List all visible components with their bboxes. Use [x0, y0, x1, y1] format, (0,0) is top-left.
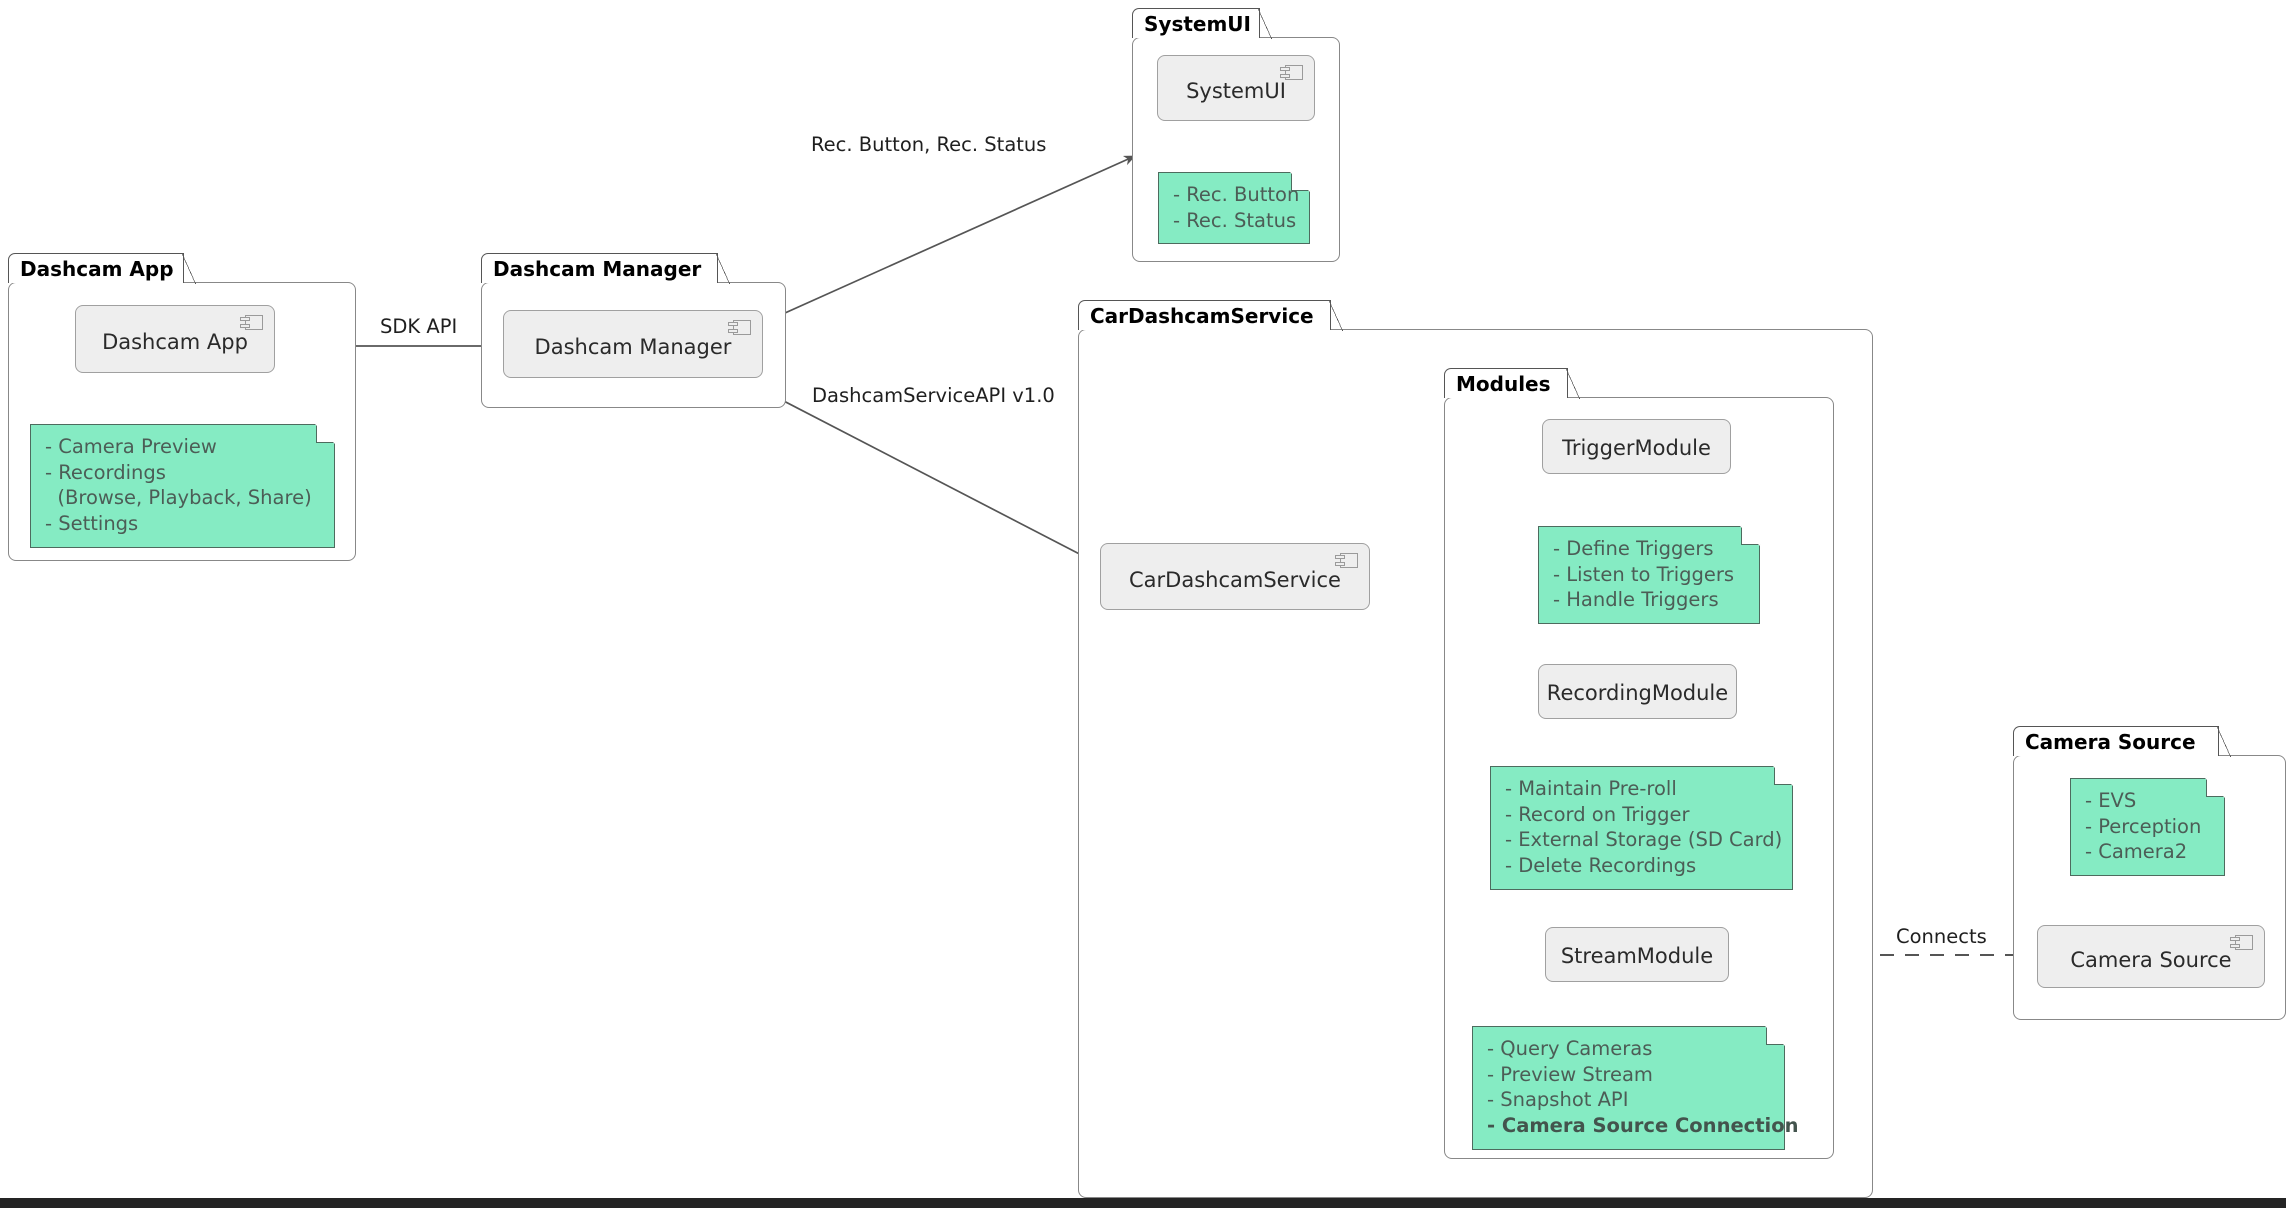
note-line: - Camera Source Connection [1487, 1114, 1799, 1138]
component-label: SystemUI [1186, 79, 1286, 103]
edge-label-dashcam-service-api: DashcamServiceAPI v1.0 [812, 384, 1055, 407]
component-label: Dashcam Manager [534, 335, 732, 359]
package-label-dashcam-app: Dashcam App [8, 252, 196, 284]
package-title: Modules [1456, 371, 1551, 396]
note-line: - EVS [2085, 789, 2137, 812]
edge-label-connects: Connects [1890, 925, 1993, 948]
uml-component-icon [1335, 553, 1358, 568]
edge-label-text: Connects [1896, 925, 1987, 948]
component-label: CarDashcamService [1129, 567, 1341, 592]
package-title: Dashcam Manager [493, 256, 702, 281]
note-dashcam-app: - Camera Preview - Recordings (Browse, P… [30, 424, 335, 548]
uml-component-icon [1280, 65, 1303, 80]
component-label: Camera Source [2070, 947, 2232, 972]
uml-component-icon [240, 315, 263, 330]
note-line: - Snapshot API [1487, 1088, 1629, 1112]
note-line: - Camera2 [2085, 840, 2188, 864]
note-line: - Rec. Status [1173, 208, 1297, 232]
edge-label-text: Rec. Button, Rec. Status [811, 133, 1047, 156]
package-label-car-dashcam-service: CarDashcamService [1078, 299, 1343, 331]
note-line: - Query Cameras [1487, 1037, 1653, 1060]
window-bottom-chrome [0, 1198, 2286, 1208]
edge-label-rec-button-rec-status: Rec. Button, Rec. Status [811, 133, 1046, 156]
package-label-dashcam-manager: Dashcam Manager [481, 252, 730, 284]
note-line: - Settings [45, 512, 139, 536]
component-car-dashcam-service[interactable]: CarDashcamService [1100, 543, 1370, 610]
note-line: - Delete Recordings [1505, 854, 1697, 878]
edge-manager-to-service [746, 381, 1094, 562]
note-recording-module: - Maintain Pre-roll - Record on Trigger … [1490, 766, 1793, 890]
edge-label-text: DashcamServiceAPI v1.0 [812, 384, 1055, 407]
component-recording-module[interactable]: RecordingModule [1538, 664, 1737, 719]
note-line: - Define Triggers [1553, 537, 1714, 560]
note-line: - External Storage (SD Card) [1505, 828, 1783, 852]
component-dashcam-manager[interactable]: Dashcam Manager [503, 310, 763, 378]
edge-label-sdk-api: SDK API [380, 315, 457, 338]
component-label: TriggerModule [1562, 435, 1711, 460]
package-label-system-ui: SystemUI [1132, 7, 1272, 39]
package-label-camera-source: Camera Source [2013, 725, 2231, 757]
package-title: CarDashcamService [1090, 303, 1314, 328]
edge-label-text: SDK API [380, 315, 458, 338]
package-title: Dashcam App [20, 256, 174, 281]
edge-manager-to-systemui [746, 155, 1136, 331]
component-camera-source[interactable]: Camera Source [2037, 925, 2265, 988]
package-title: Camera Source [2025, 729, 2196, 754]
component-label: StreamModule [1560, 943, 1714, 968]
note-line: - Record on Trigger [1505, 802, 1690, 826]
package-label-modules: Modules [1444, 367, 1580, 399]
package-title: SystemUI [1144, 11, 1251, 36]
note-line: - Preview Stream [1487, 1062, 1653, 1086]
component-label: Dashcam App [102, 330, 248, 354]
note-line: - Camera Preview [45, 435, 217, 458]
note-stream-module: - Query Cameras - Preview Stream - Snaps… [1472, 1026, 1799, 1150]
uml-component-icon [728, 320, 751, 335]
component-stream-module[interactable]: StreamModule [1545, 927, 1729, 982]
component-dashcam-app[interactable]: Dashcam App [75, 305, 275, 373]
note-line: - Listen to Triggers [1553, 562, 1735, 586]
component-system-ui[interactable]: SystemUI [1157, 55, 1315, 121]
component-trigger-module[interactable]: TriggerModule [1542, 419, 1731, 474]
note-system-ui: - Rec. Button - Rec. Status [1158, 172, 1310, 245]
note-line: - Perception [2085, 814, 2202, 838]
note-line: (Browse, Playback, Share) [45, 486, 312, 510]
note-line: - Handle Triggers [1553, 588, 1719, 612]
component-label: RecordingModule [1546, 680, 1729, 705]
note-line: - Rec. Button [1173, 183, 1300, 206]
note-trigger-module: - Define Triggers - Listen to Triggers -… [1538, 526, 1760, 625]
note-line: - Maintain Pre-roll [1505, 777, 1677, 800]
uml-component-icon [2230, 935, 2253, 950]
note-line: - Recordings [45, 460, 166, 484]
note-camera-source: - EVS - Perception - Camera2 [2070, 778, 2225, 877]
